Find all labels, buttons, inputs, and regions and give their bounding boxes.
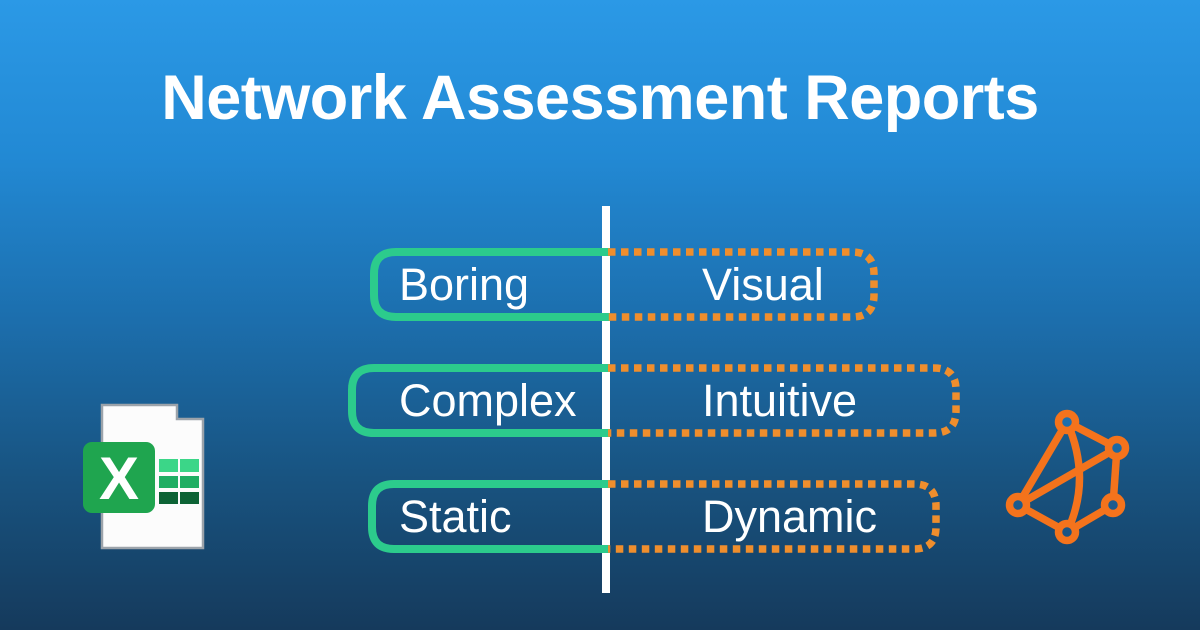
comparison-row-3-left-box	[368, 480, 610, 553]
network-graph-icon	[995, 405, 1145, 555]
comparison-row-2-left-box	[348, 364, 610, 437]
right-label-visual: Visual	[702, 259, 824, 310]
excel-spreadsheet-icon: X	[72, 398, 212, 556]
solid-green-outline	[370, 248, 610, 321]
dotted-orange-outline	[608, 364, 960, 437]
network-nodes	[1005, 409, 1130, 545]
solid-green-outline	[348, 364, 610, 437]
comparison-row-1-left-box	[370, 248, 610, 321]
solid-green-outline	[368, 480, 610, 553]
spreadsheet-grid	[159, 459, 199, 504]
page-title: Network Assessment Reports	[161, 63, 1039, 133]
excel-x-tile	[83, 442, 155, 513]
network-edges	[1014, 418, 1121, 536]
dotted-orange-outline	[608, 248, 878, 321]
left-label-static: Static	[399, 491, 512, 542]
excel-x-letter: X	[99, 445, 139, 512]
dotted-orange-outline	[608, 480, 940, 553]
left-label-boring: Boring	[399, 259, 530, 310]
divider-line	[602, 206, 610, 593]
comparison-row-3-right-box	[608, 480, 942, 553]
right-label-dynamic: Dynamic	[702, 491, 878, 542]
comparison-row-2-right-box	[608, 364, 962, 437]
left-label-complex: Complex	[399, 375, 577, 426]
comparison-row-1-right-box	[608, 248, 880, 321]
right-label-intuitive: Intuitive	[702, 375, 858, 426]
